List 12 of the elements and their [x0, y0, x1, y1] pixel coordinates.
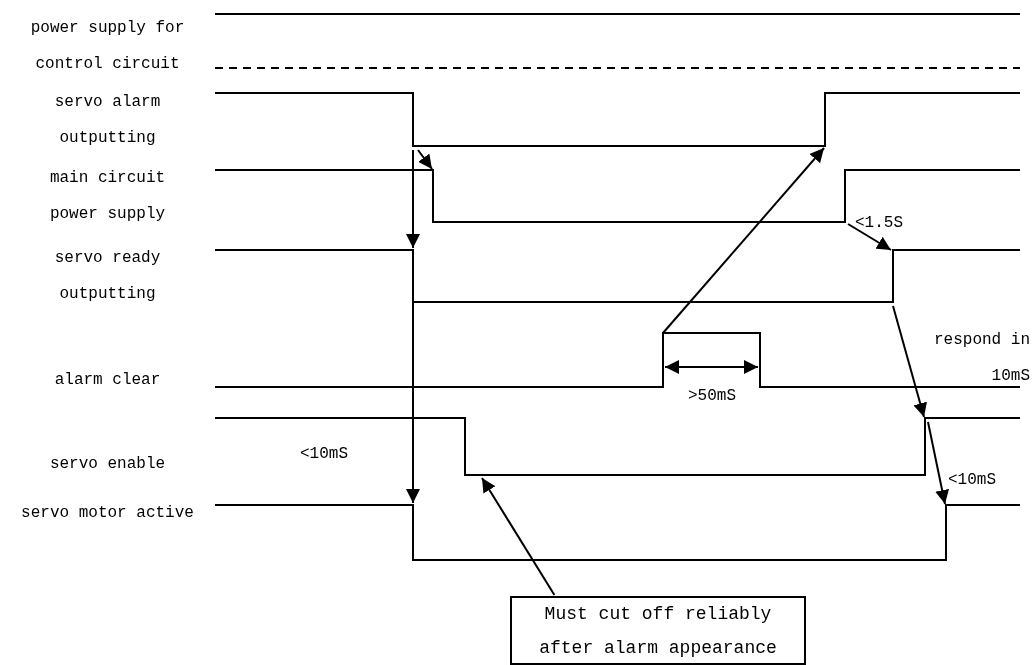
timing-label: respond in 10mS	[933, 330, 1030, 387]
leader-line	[481, 477, 556, 596]
timing-label: <10mS	[300, 444, 349, 465]
timing-label: >50mS	[687, 386, 737, 407]
timing-label: <1.5S	[855, 213, 904, 234]
signal-name: servo enable	[48, 454, 167, 475]
signal-name: servo motor active	[20, 503, 195, 524]
note-box	[510, 596, 806, 665]
note-text: Must cut off reliably after alarm appearance	[538, 602, 778, 660]
timing-label: <10mS	[948, 470, 997, 491]
signal-name: alarm clear	[53, 370, 162, 391]
signal-name: servo ready outputting	[53, 248, 162, 305]
